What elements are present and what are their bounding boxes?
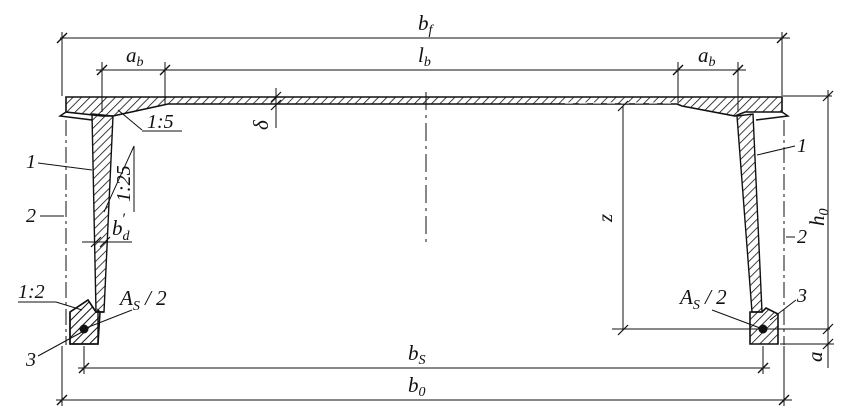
left-web xyxy=(91,113,114,313)
label-ab-left: ab xyxy=(126,43,144,70)
slope-labels: 1:5 1:25 1:2 xyxy=(18,109,182,311)
right-flange-tip xyxy=(755,111,790,121)
callout-right-3: 3 xyxy=(796,285,807,307)
right-web xyxy=(736,113,763,313)
dim-delta: δ xyxy=(249,88,282,130)
label-a: a xyxy=(803,352,827,363)
right-callouts: 1 2 3 AS / 2 xyxy=(678,120,807,345)
section-body xyxy=(58,96,790,345)
callout-right-2: 2 xyxy=(797,226,807,248)
label-z: z xyxy=(593,214,617,223)
left-rebar xyxy=(79,324,89,334)
label-slope-1-25: 1:25 xyxy=(113,165,135,202)
dim-h0-a: h0 a xyxy=(780,90,834,368)
label-h0: h0 xyxy=(805,209,832,227)
label-bd: bd′ xyxy=(112,211,131,244)
label-bf: bf xyxy=(418,11,435,38)
dim-bf: bf xyxy=(56,11,790,96)
label-as-right: AS / 2 xyxy=(678,285,727,313)
callout-left-2: 2 xyxy=(26,205,36,227)
callout-left-1: 1 xyxy=(26,151,36,173)
label-slope-1-2: 1:2 xyxy=(18,281,45,303)
dim-bd: bd′ xyxy=(82,211,132,248)
label-lb: lb xyxy=(418,43,431,70)
dim-bs: bS xyxy=(78,341,770,374)
label-b0: b0 xyxy=(408,373,426,400)
dim-z: z xyxy=(593,100,830,336)
label-slope-1-5: 1:5 xyxy=(147,111,174,133)
left-flange-tip xyxy=(58,111,93,121)
label-as-left: AS / 2 xyxy=(118,286,167,314)
left-bulb-outline xyxy=(69,298,101,345)
label-bs: bS xyxy=(408,341,426,368)
label-ab-right: ab xyxy=(698,43,716,70)
dim-b0: b0 xyxy=(56,346,792,406)
callout-right-1: 1 xyxy=(797,135,807,157)
left-callouts: 1 2 3 AS / 2 xyxy=(25,120,167,371)
callout-left-3: 3 xyxy=(25,349,36,371)
label-delta: δ xyxy=(249,119,273,130)
dim-lb-ab: ab lb ab xyxy=(96,43,746,112)
